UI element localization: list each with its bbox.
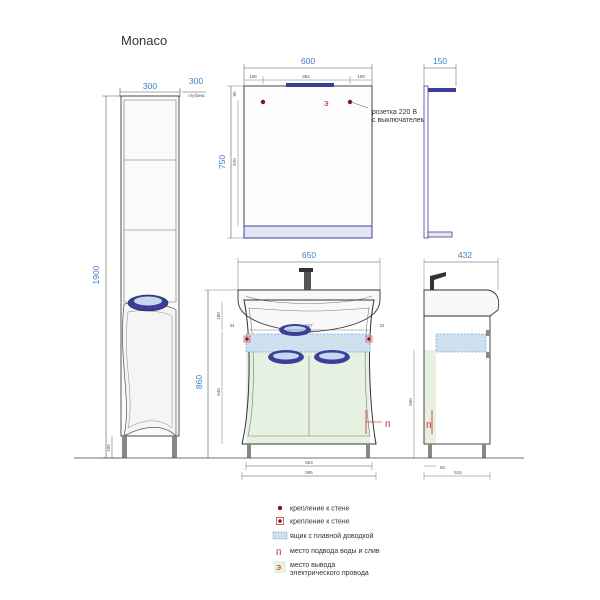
legend-label-2: ящик с плавной доводкой	[290, 532, 373, 540]
vanity-drawer-span-label: 527	[305, 323, 313, 328]
legend-label-4-line2: электрического провода	[290, 570, 369, 577]
mirror-height-label: 750	[217, 155, 227, 169]
vanity-base-width-label: 585	[305, 470, 313, 475]
mirror-mount-right-label: 108	[357, 74, 365, 79]
page-title: Monaco	[121, 33, 167, 48]
socket-note-line2: с выключателем	[372, 117, 426, 124]
socket-note-line1: розетка 220 В	[372, 109, 417, 116]
mirror-depth-label: 150	[433, 56, 447, 66]
svg-text:э: э	[277, 562, 282, 572]
vanity-side-bottom-label: 50	[440, 465, 446, 470]
vanity-drawer-right-label: 34	[379, 323, 385, 328]
vanity-depth-label: 432	[458, 250, 472, 260]
pencil-height-label: 1900	[91, 265, 101, 284]
pencil-depth-label: 300	[189, 76, 203, 86]
vanity-pipe-mark: п	[385, 419, 390, 430]
vanity-drawer-left-label: 34	[229, 323, 235, 328]
legend-label-4: место вывода	[290, 562, 335, 569]
electric-outlet-icon	[274, 561, 286, 573]
vanity-width-label: 650	[302, 250, 316, 260]
legend-label-1: крепление к стене	[290, 519, 350, 526]
legend: крепление к стене крепление к стене ящик…	[272, 505, 380, 577]
soft-close-drawer-icon	[272, 531, 288, 540]
mirror-width-label: 600	[301, 56, 315, 66]
mirror-subheight-label: 570	[232, 158, 237, 166]
pencil-width-label: 300	[143, 81, 157, 91]
pencil-case-drawing: 300 300 глубина 1900 100	[91, 76, 206, 459]
pencil-depth-caption: глубина	[188, 93, 205, 98]
vanity-side-height-label: 550	[408, 398, 413, 406]
legend-label-0: крепление к стене	[290, 506, 350, 513]
vanity-side-drawing: 432 п 550 50 515	[408, 250, 500, 480]
pencil-leg-label: 100	[106, 444, 111, 452]
wall-mount-dot-icon	[277, 505, 283, 511]
vanity-front-drawing: 650 п 527	[194, 250, 390, 480]
mirror-mount-span-label: 384	[302, 74, 310, 79]
legend-item-pipe: п место подвода воды и слив	[276, 547, 380, 558]
vanity-drawer-offset-label: 180	[216, 312, 221, 320]
legend-item-wall-mount: крепление к стене	[277, 505, 350, 513]
vanity-inner-width-label: 563	[305, 460, 313, 465]
mirror-mount-left-label: 108	[249, 74, 257, 79]
vanity-height-label: 860	[194, 375, 204, 389]
mirror-front-drawing: 600 108 384 108 э розетка 220 В с выключ…	[217, 56, 426, 239]
legend-item-wall-mount-boxed: крепление к стене	[276, 517, 350, 526]
legend-item-drawer: ящик с плавной доводкой	[272, 531, 373, 540]
mirror-side-drawing: 150	[423, 56, 457, 239]
vanity-cabinet-height-label: 640	[216, 388, 221, 396]
legend-label-3: место подвода воды и слив	[290, 548, 380, 555]
mirror-socket-mark: э	[324, 98, 329, 108]
vanity-side-pipe-mark: п	[426, 420, 431, 431]
legend-item-socket: э место вывода электрического провода	[274, 561, 369, 577]
wall-mount-boxed-icon	[276, 517, 284, 525]
water-pipe-icon: п	[276, 547, 281, 558]
vanity-side-depth-label: 515	[454, 470, 462, 475]
mirror-top-offset-label: 80	[232, 91, 237, 97]
